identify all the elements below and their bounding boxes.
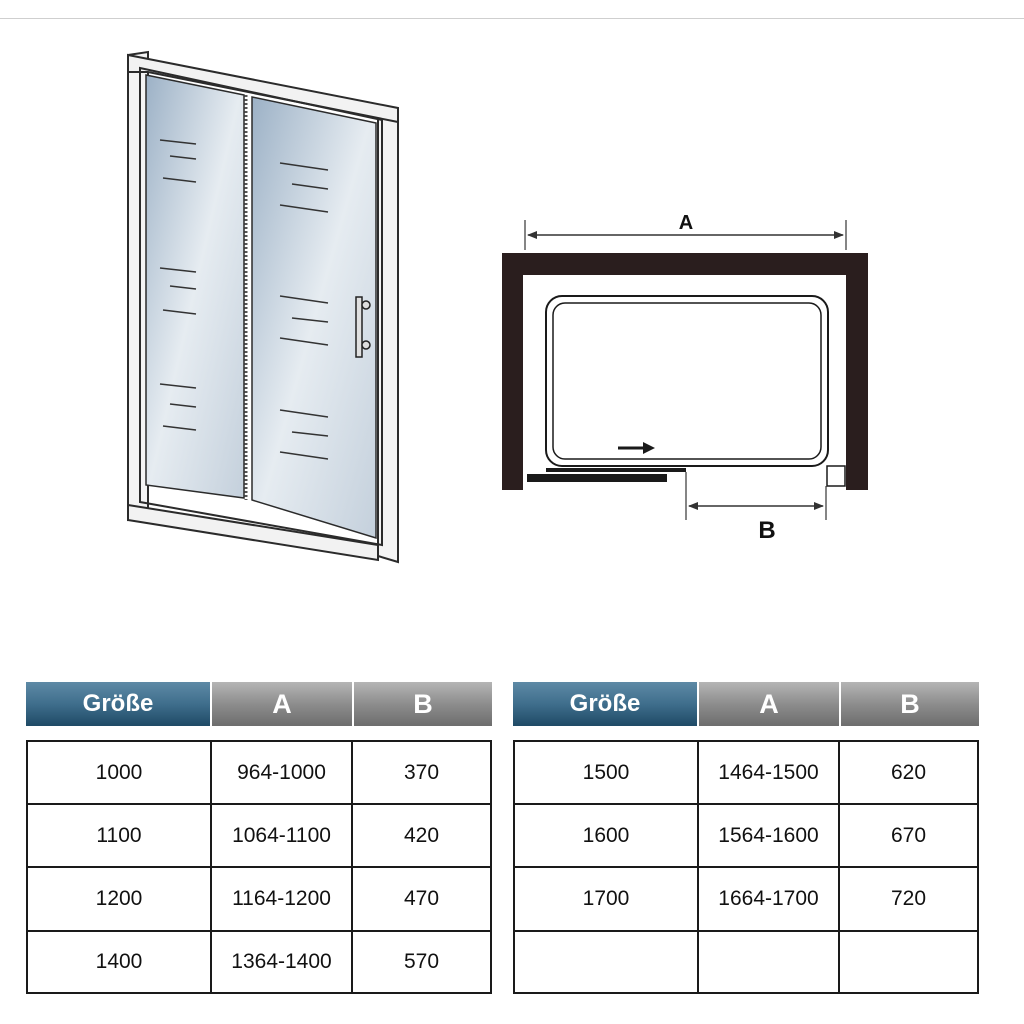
table-row bbox=[513, 930, 979, 994]
header-a: A bbox=[697, 682, 839, 726]
cell-size: 1600 bbox=[513, 803, 699, 868]
table-row: 1400 1364-1400 570 bbox=[26, 930, 492, 994]
door-handle bbox=[355, 296, 363, 358]
door-frame bbox=[127, 50, 149, 522]
size-table-right: 1500 1464-1500 620 1600 1564-1600 670 17… bbox=[513, 740, 979, 994]
dimension-label-b: B bbox=[758, 517, 775, 544]
shower-door-illustration bbox=[127, 50, 399, 564]
header-size: Größe bbox=[513, 682, 697, 726]
cell-a bbox=[697, 930, 840, 994]
cell-b: 420 bbox=[351, 803, 492, 868]
shower-tray bbox=[545, 295, 829, 467]
header-size: Größe bbox=[26, 682, 210, 726]
size-table-left: 1000 964-1000 370 1100 1064-1100 420 120… bbox=[26, 740, 492, 994]
cell-a: 1164-1200 bbox=[210, 866, 353, 932]
cell-size: 1200 bbox=[26, 866, 212, 932]
cell-b: 670 bbox=[838, 803, 979, 868]
dimension-label-a: A bbox=[679, 212, 693, 234]
cell-b: 470 bbox=[351, 866, 492, 932]
cell-size: 1000 bbox=[26, 740, 212, 805]
glass-panel-left bbox=[145, 74, 245, 499]
cell-size: 1500 bbox=[513, 740, 699, 805]
glass-panel-right bbox=[251, 96, 377, 540]
header-b: B bbox=[839, 682, 979, 726]
table-row: 1500 1464-1500 620 bbox=[513, 740, 979, 805]
floor-plan-diagram: A B bbox=[502, 212, 868, 544]
cell-a: 1464-1500 bbox=[697, 740, 840, 805]
cell-size: 1400 bbox=[26, 930, 212, 994]
cell-a: 964-1000 bbox=[210, 740, 353, 805]
table-left-header: Größe A B bbox=[26, 682, 492, 726]
cell-b: 570 bbox=[351, 930, 492, 994]
table-right-header: Größe A B bbox=[513, 682, 979, 726]
header-a: A bbox=[210, 682, 352, 726]
cell-a: 1564-1600 bbox=[697, 803, 840, 868]
cell-size: 1700 bbox=[513, 866, 699, 932]
header-b: B bbox=[352, 682, 492, 726]
cell-a: 1064-1100 bbox=[210, 803, 353, 868]
table-row: 1700 1664-1700 720 bbox=[513, 866, 979, 932]
table-row: 1100 1064-1100 420 bbox=[26, 803, 492, 868]
door-bottom-rail bbox=[127, 503, 379, 562]
table-row: 1200 1164-1200 470 bbox=[26, 866, 492, 932]
cell-a: 1364-1400 bbox=[210, 930, 353, 994]
cell-b bbox=[838, 930, 979, 994]
table-row: 1000 964-1000 370 bbox=[26, 740, 492, 805]
table-row: 1600 1564-1600 670 bbox=[513, 803, 979, 868]
cell-size bbox=[513, 930, 699, 994]
sliding-panel bbox=[527, 474, 667, 482]
top-divider bbox=[0, 18, 1024, 19]
cell-b: 720 bbox=[838, 866, 979, 932]
cell-a: 1664-1700 bbox=[697, 866, 840, 932]
cell-b: 620 bbox=[838, 740, 979, 805]
cell-b: 370 bbox=[351, 740, 492, 805]
cell-size: 1100 bbox=[26, 803, 212, 868]
